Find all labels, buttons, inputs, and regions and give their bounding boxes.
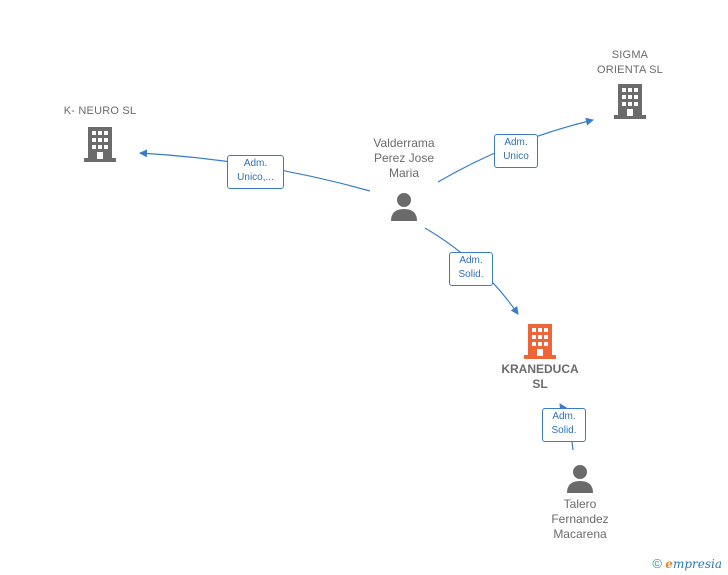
node-neuro-label: K- NEURO SL — [63, 105, 137, 117]
edge-label-talero-line2: Solid. — [551, 425, 577, 436]
edge-label-neuro-line1: Adm. — [243, 158, 268, 169]
edge-label-kraneduca-line2: Solid. — [458, 269, 484, 280]
person-icon — [391, 193, 417, 221]
node-neuro[interactable]: K- NEURO SL — [40, 104, 160, 163]
edge-label-sigma-line2: Unico — [503, 151, 529, 162]
person-icon — [567, 465, 593, 493]
edge-label-kraneduca-line1: Adm. — [459, 255, 483, 266]
node-valderrama-label-2: Perez Jose — [373, 151, 435, 165]
node-valderrama-label-3: Maria — [388, 166, 419, 180]
edge-label-sigma[interactable]: Adm. Unico — [494, 134, 538, 168]
edge-label-talero-line1: Adm. — [552, 411, 576, 422]
node-talero-label-1: Talero — [563, 497, 597, 511]
node-kraneduca-label-2: SL — [532, 377, 548, 391]
node-sigma[interactable]: SIGMA ORIENTA SL — [570, 48, 690, 120]
building-icon — [524, 324, 556, 359]
building-icon — [84, 127, 116, 162]
edge-label-neuro-line2: Unico,... — [237, 172, 274, 183]
edge-label-sigma-line1: Adm. — [504, 137, 528, 148]
node-talero-label-3: Macarena — [553, 527, 607, 541]
node-valderrama-label-1: Valderrama — [373, 136, 435, 150]
edge-label-kraneduca[interactable]: Adm. Solid. — [449, 252, 493, 286]
edge-label-talero[interactable]: Adm. Solid. — [542, 408, 586, 442]
node-kraneduca-label-1: KRANEDUCA — [501, 362, 579, 376]
node-talero-label-2: Fernandez — [551, 512, 609, 526]
edge-label-neuro[interactable]: Adm. Unico,... — [227, 155, 284, 189]
copyright-icon: © — [652, 556, 662, 571]
node-valderrama[interactable]: Valderrama Perez Jose Maria — [344, 136, 464, 221]
node-kraneduca[interactable]: KRANEDUCA SL — [480, 322, 600, 392]
node-sigma-label-1: SIGMA — [611, 49, 649, 61]
footer-brand: © empresia — [652, 556, 722, 571]
node-sigma-label-2: ORIENTA SL — [597, 64, 663, 76]
node-talero[interactable]: Talero Fernandez Macarena — [520, 463, 640, 542]
brand-logo: empresia — [665, 557, 722, 571]
building-icon — [614, 84, 646, 119]
